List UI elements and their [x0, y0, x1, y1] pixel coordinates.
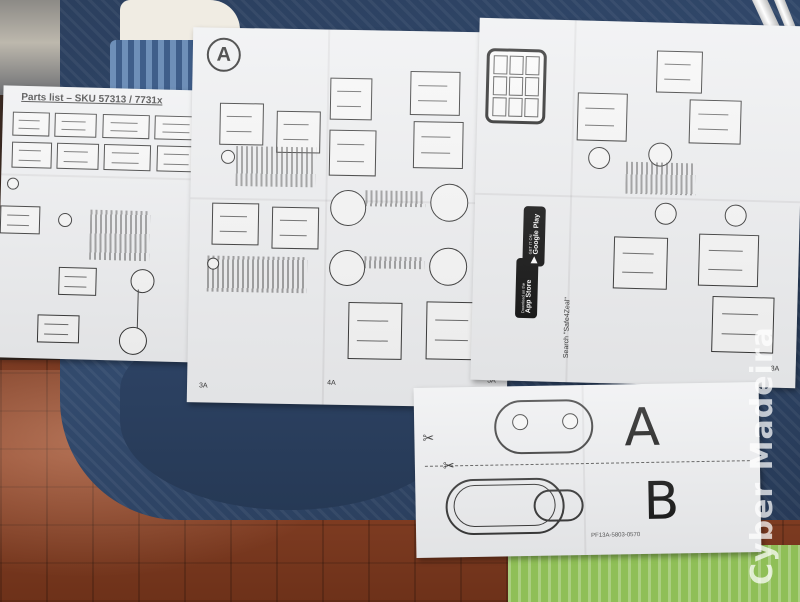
letter-a: A — [623, 397, 661, 459]
step-diagram — [211, 202, 260, 246]
page-number: 4A — [327, 379, 336, 387]
step-diagram — [576, 92, 628, 142]
step-diagram — [36, 314, 80, 344]
detail-circle — [724, 204, 747, 227]
step-diagram — [219, 102, 264, 146]
step-diagram — [0, 205, 41, 235]
step-diagram — [328, 129, 377, 177]
detail-circle — [429, 183, 469, 223]
step-diagram — [58, 266, 97, 296]
part-diagram — [56, 142, 100, 170]
step-diagram — [347, 301, 403, 360]
detail-circle — [654, 202, 678, 226]
part-code: PF13A-5803-0570 — [591, 532, 641, 539]
watermark-text: Cyber Madeira — [745, 326, 780, 585]
panel-illustration — [364, 256, 425, 270]
section-a-badge: A — [206, 37, 242, 73]
step-diagram — [655, 50, 703, 94]
cutout-template-sheet: ✂ ✂ A B PF13A-5803-0570 — [413, 382, 762, 558]
step-diagram — [412, 121, 464, 169]
scissors-icon: ✂ — [442, 457, 455, 474]
step-diagram — [409, 71, 461, 116]
detail-circle — [220, 149, 236, 164]
parts-list-title: Parts list – SKU 57313 / 7731x — [21, 91, 163, 107]
detail-circle — [57, 212, 73, 228]
panel-illustration — [89, 209, 151, 262]
detail-circle — [118, 326, 148, 356]
part-diagram — [12, 111, 50, 137]
detail-circle — [587, 146, 611, 170]
fold-line — [321, 29, 331, 405]
part-diagram — [11, 141, 53, 169]
panel-illustration — [206, 255, 308, 294]
step-diagram — [612, 236, 669, 290]
part-diagram — [54, 112, 97, 138]
detail-circle — [328, 249, 366, 287]
detail-circle — [428, 247, 468, 287]
panel-illustration — [625, 161, 697, 196]
cut-line — [424, 460, 750, 467]
grid-product-icon — [485, 48, 547, 125]
fold-line — [475, 192, 800, 204]
parts-list-sheet: Parts list – SKU 57313 / 7731x — [0, 85, 209, 363]
oval-template-a — [493, 398, 594, 455]
step-diagram — [697, 233, 760, 288]
google-play-badge: ▶ GET IT ON Google Play — [522, 206, 546, 267]
page-number: 3A — [198, 382, 208, 390]
panel-illustration — [235, 146, 317, 188]
fold-line — [1, 173, 207, 181]
badge-name: App Store — [524, 279, 533, 314]
letter-b: B — [643, 471, 680, 533]
detail-circle — [329, 189, 367, 227]
app-search-text: Search "Safe4Zeal" — [562, 297, 572, 359]
step-marker — [6, 177, 20, 190]
scissors-icon: ✂ — [422, 429, 435, 446]
part-diagram — [102, 113, 150, 140]
step-diagram — [271, 206, 320, 250]
detail-circle — [130, 268, 155, 294]
part-diagram — [103, 144, 152, 172]
badge-name: Google Play — [532, 213, 541, 255]
oval-template-small — [533, 489, 584, 522]
step-diagram — [329, 77, 373, 121]
instruction-sheet-a: A 3A 4A 5A — [186, 27, 514, 408]
app-store-badge: Download on the App Store — [514, 257, 539, 319]
panel-illustration — [365, 190, 426, 208]
play-icon: ▶ — [527, 256, 539, 264]
step-diagram — [688, 99, 742, 145]
